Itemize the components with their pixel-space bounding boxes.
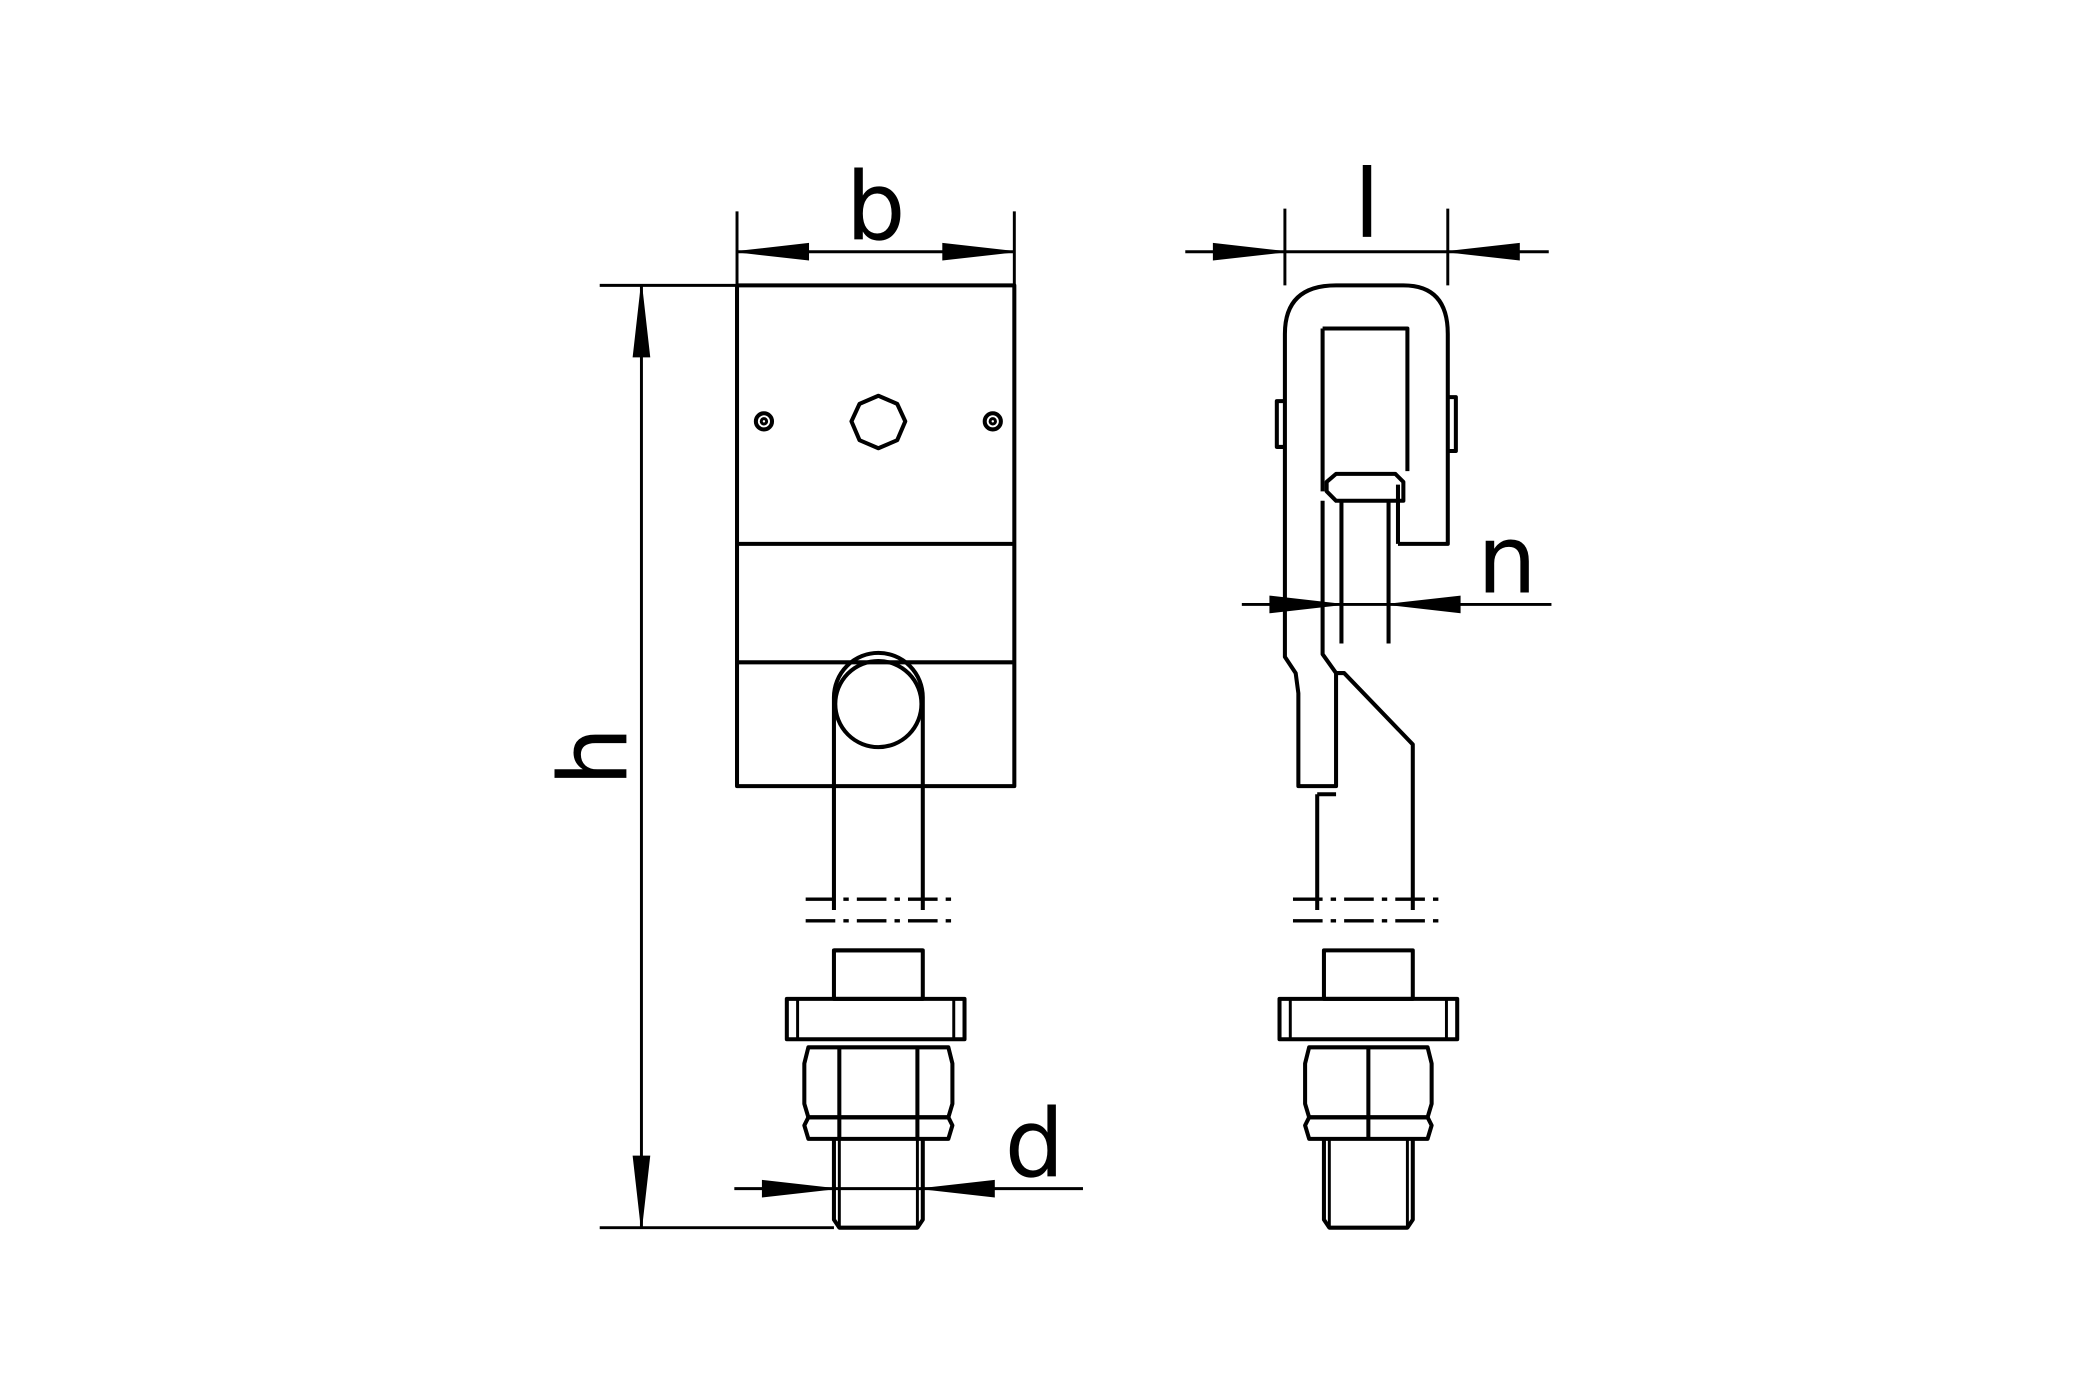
dim-label-d: d [1005, 1091, 1065, 1200]
side-threaded-rod-upper [1321, 948, 1415, 1001]
dim-label-n: n [1477, 506, 1537, 615]
dim-label-b: b [846, 154, 906, 263]
left-boss [1274, 399, 1285, 449]
dim-label-l: l [1354, 151, 1380, 260]
dim-l-arrow-right [1447, 242, 1520, 261]
hanger-plate [1339, 500, 1391, 644]
threaded-rod-upper [831, 948, 925, 1001]
hanger-rod [831, 650, 925, 911]
front-dimensions: b h d [541, 154, 1083, 1230]
rod-eye-pin [833, 658, 924, 750]
dim-n-arrow-right [1388, 595, 1461, 614]
side-view [1274, 283, 1460, 1230]
left-pin-hole-inner [759, 417, 769, 426]
hanger-bent-profile [1336, 671, 1415, 911]
side-threaded-rod-end [1321, 1138, 1415, 1230]
clamp-inner-profile [1322, 326, 1410, 472]
dim-b-arrow-left [736, 242, 810, 261]
threaded-rod-end [831, 1138, 925, 1230]
dim-n-arrow-left [1269, 595, 1342, 614]
hex-nut-upper [802, 1045, 955, 1120]
right-pin-hole [982, 411, 1003, 432]
saddle-block [1324, 471, 1406, 503]
washer [784, 996, 967, 1042]
dim-label-h: h [541, 727, 650, 787]
hex-nut-lower [802, 1115, 955, 1141]
left-pin-hole [753, 411, 775, 432]
right-boss [1447, 395, 1458, 453]
side-washer [1277, 996, 1460, 1042]
front-view [735, 283, 1017, 1230]
dim-l-arrow-left [1212, 242, 1285, 261]
clamp-lower-leg [1282, 500, 1339, 789]
side-hex-nut-lower [1303, 1115, 1434, 1141]
clamp-outer-profile [1282, 283, 1450, 605]
dim-d-arrow-left [761, 1179, 835, 1198]
center-bolt-hole [849, 393, 908, 451]
dim-d-arrow-right [922, 1179, 995, 1198]
dim-b-arrow-right [942, 242, 1015, 261]
right-pin-hole-inner [988, 417, 997, 426]
dim-h-arrow-bottom [632, 1155, 651, 1228]
clamp-body-outline [735, 283, 1017, 789]
dim-h-arrow-top [632, 285, 651, 358]
side-dimensions: l n [1185, 151, 1552, 615]
